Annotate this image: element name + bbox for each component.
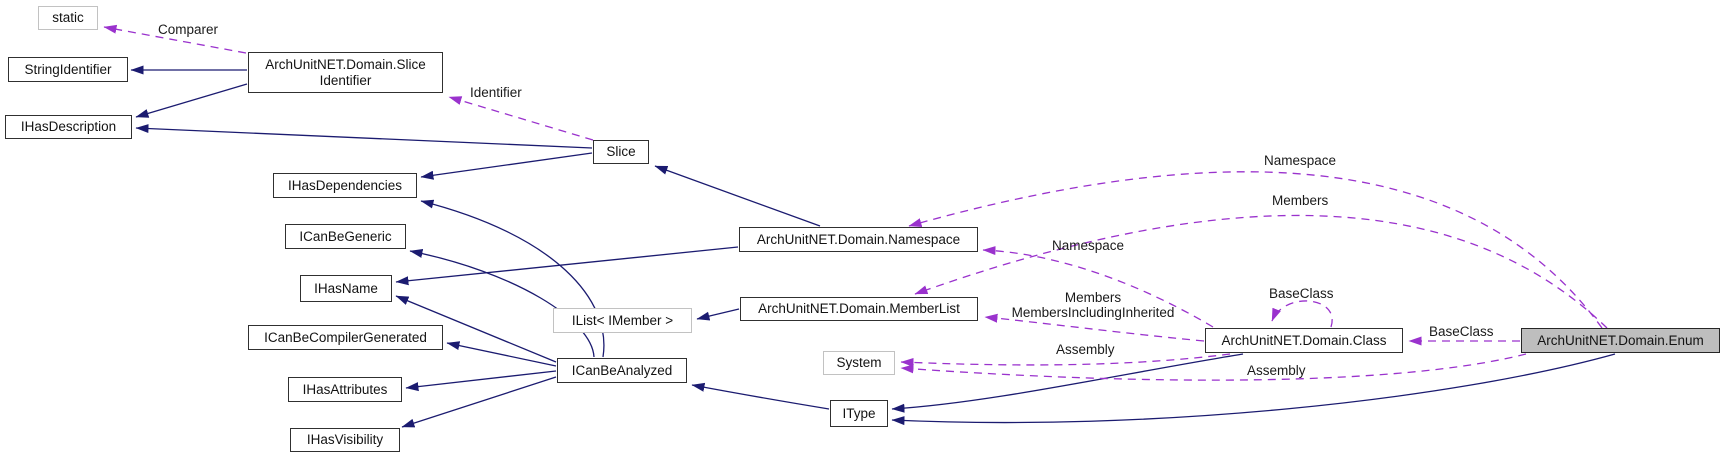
usage-edge-sliceidentifier-to-static-comparer bbox=[103, 24, 247, 54]
inheritance-edge-slice-to-ihasdescription bbox=[135, 124, 593, 149]
node-ihasvisibility[interactable]: IHasVisibility bbox=[290, 428, 400, 452]
node-icanbeanalyzed[interactable]: ICanBeAnalyzed bbox=[557, 358, 687, 383]
usage-edge-slice-to-sliceidentifier-identifier bbox=[448, 96, 594, 141]
node-ilist-imember[interactable]: IList< IMember > bbox=[553, 308, 692, 333]
inheritance-edge-slice-to-ihasdependencies bbox=[420, 152, 593, 180]
node-ihasname[interactable]: IHasName bbox=[300, 275, 392, 302]
edge-label-assembly-from-class: Assembly bbox=[1056, 342, 1115, 357]
inheritance-edge-icanbeanalyzed-to-icanbegeneric bbox=[409, 249, 595, 358]
inheritance-edge-icanbeanalyzed-to-ihasname bbox=[395, 295, 557, 363]
node-icanbegeneric[interactable]: ICanBeGeneric bbox=[285, 224, 406, 249]
inheritance-edge-icanbeanalyzed-to-icanbecompilergenerated bbox=[446, 341, 557, 367]
inheritance-edge-namespace-to-slice bbox=[654, 165, 821, 227]
inheritance-edge-memberlist-to-ilist bbox=[696, 308, 740, 321]
usage-edge-class-to-memberlist bbox=[984, 313, 1205, 342]
node-static[interactable]: static bbox=[38, 6, 98, 30]
inheritance-edge-itype-to-icanbeanalyzed bbox=[691, 382, 830, 410]
edge-label-baseclass-self: BaseClass bbox=[1269, 286, 1334, 301]
usage-edge-enum-to-system-assembly bbox=[900, 353, 1527, 381]
inheritance-edge-icanbeanalyzed-to-ihasattributes bbox=[405, 370, 557, 392]
node-class[interactable]: ArchUnitNET.Domain.Class bbox=[1205, 328, 1403, 353]
inheritance-edge-enum-to-itype bbox=[891, 353, 1616, 426]
node-itype[interactable]: IType bbox=[830, 400, 888, 427]
node-sliceidentifier[interactable]: ArchUnitNET.Domain.Slice Identifier bbox=[248, 52, 443, 93]
edge-label-assembly-from-enum: Assembly bbox=[1247, 363, 1306, 378]
edge-label-identifier: Identifier bbox=[470, 85, 522, 100]
node-ihasdescription[interactable]: IHasDescription bbox=[5, 115, 132, 139]
inheritance-edge-namespace-to-ihasname bbox=[395, 246, 739, 286]
inheritance-edge-sliceidentifier-to-ihasdescription bbox=[135, 83, 248, 118]
inheritance-edge-class-to-itype bbox=[891, 353, 1244, 413]
node-ihasattributes[interactable]: IHasAttributes bbox=[288, 377, 402, 402]
usage-edge-enum-to-memberlist bbox=[914, 214, 1608, 329]
edge-label-members-from-enum: Members bbox=[1272, 193, 1329, 208]
usage-edge-class-self-baseclass bbox=[1271, 300, 1333, 328]
edge-label-members-from-class: Members MembersIncludingInherited bbox=[1011, 290, 1175, 320]
node-memberlist[interactable]: ArchUnitNET.Domain.MemberList bbox=[740, 297, 978, 321]
usage-edge-class-to-system-assembly bbox=[900, 353, 1231, 368]
node-system[interactable]: System bbox=[823, 351, 895, 375]
node-ihasdependencies[interactable]: IHasDependencies bbox=[273, 173, 417, 198]
node-namespace[interactable]: ArchUnitNET.Domain.Namespace bbox=[739, 227, 978, 252]
inheritance-edge-icanbeanalyzed-to-ihasvisibility bbox=[401, 376, 557, 428]
usage-edge-class-to-namespace bbox=[982, 246, 1214, 328]
edge-label-namespace-from-class: Namespace bbox=[1052, 238, 1125, 253]
usage-edge-enum-to-namespace bbox=[908, 171, 1603, 329]
node-slice[interactable]: Slice bbox=[593, 140, 649, 164]
edge-label-comparer: Comparer bbox=[158, 22, 219, 37]
edge-label-baseclass-from-enum: BaseClass bbox=[1429, 324, 1494, 339]
node-stringidentifier[interactable]: StringIdentifier bbox=[8, 57, 128, 82]
node-enum-focus[interactable]: ArchUnitNET.Domain.Enum bbox=[1521, 328, 1720, 353]
inheritance-edge-icanbeanalyzed-to-ihasdependencies bbox=[420, 199, 605, 358]
node-icanbecompilergenerated[interactable]: ICanBeCompilerGenerated bbox=[248, 325, 443, 350]
edge-label-namespace-from-enum: Namespace bbox=[1264, 153, 1337, 168]
